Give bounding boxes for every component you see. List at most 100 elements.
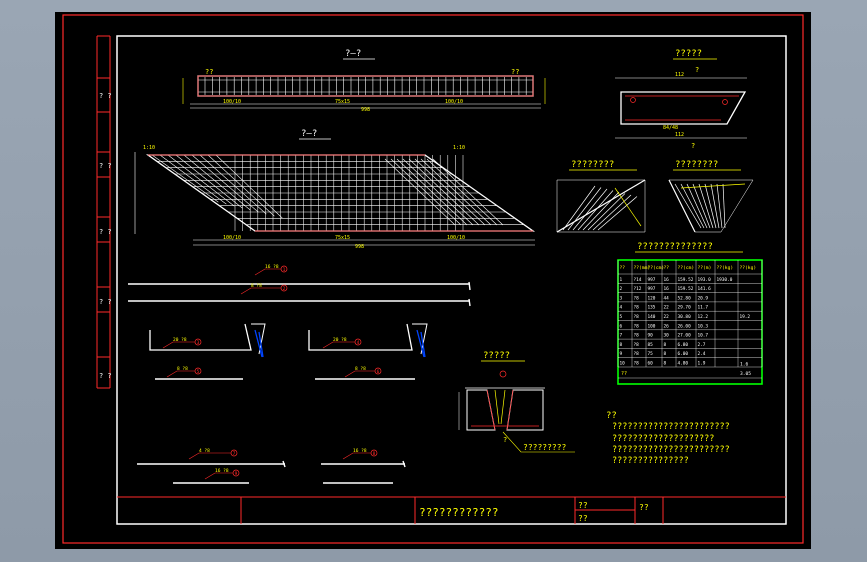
title-block: ???????????? ?? ?? ?? <box>117 496 786 524</box>
table-cell: ?8 <box>634 305 640 311</box>
table-cell: 2.7 <box>698 342 706 348</box>
elev-dim-c: 100/10 <box>445 99 463 105</box>
note-line-1: ??????????????????????? <box>612 422 730 432</box>
detail-leader-text: ????????? <box>523 443 567 452</box>
elevation-view[interactable]: ?—? 100/10 75x15 100/10 998 ?? ?? <box>182 49 546 113</box>
bar-label: 8 ?8 <box>251 283 262 289</box>
table-cell: 27.00 <box>678 333 692 339</box>
bar-label: 8 ?8 <box>355 366 366 372</box>
table-cell: 2.4 <box>698 351 706 357</box>
margin-mark-4: ? ? <box>99 298 112 306</box>
notes-block: ?? ??????????????????????? ?????????????… <box>606 411 730 466</box>
table-cell: 1930.0 <box>717 277 733 283</box>
section-dim-width: 84/48 <box>663 125 678 131</box>
end-detail-left[interactable]: ???????? <box>556 160 646 233</box>
table-cell: 30 <box>664 333 670 339</box>
plan-dim-total: 998 <box>355 244 364 250</box>
table-total-label: ?? <box>621 371 627 377</box>
table-cell: ?8 <box>634 323 640 329</box>
table-title: ?????????????? <box>637 242 713 252</box>
table-cell: 4.80 <box>678 361 689 367</box>
table-cell: 19.2 <box>740 314 751 320</box>
bar-number: 5 <box>197 369 200 375</box>
table-cell: 22 <box>664 314 670 320</box>
section-title: ????? <box>675 49 702 59</box>
bar-schedule[interactable]: ?????????????? ????(mm)??(cm)????(cm)??(… <box>617 242 763 385</box>
table-cell: 997 <box>648 286 656 292</box>
table-cell: 9 <box>620 351 623 357</box>
table-header-cell: ??(kg) <box>740 265 757 271</box>
table-total-value: 3.05 <box>740 371 751 377</box>
drawing-canvas[interactable]: ? ? ? ? ? ? ? ? ? ? ?—? 100/10 75x15 100… <box>55 12 811 549</box>
title-field-b: ?? <box>578 514 588 523</box>
inner-frame <box>116 35 787 525</box>
title-field-a: ?? <box>578 501 588 510</box>
end-detail-right[interactable]: ???????? <box>668 160 754 233</box>
elev-mark-left: ?? <box>205 68 213 76</box>
table-header-cell: ??(cm) <box>678 265 695 271</box>
table-sum-value: 1.6 <box>740 362 749 368</box>
elevation-title: ?—? <box>345 49 361 59</box>
end-right-title: ???????? <box>675 160 718 170</box>
note-line-2: ???????????????????? <box>612 434 714 444</box>
table-cell: ?8 <box>634 351 640 357</box>
table-cell: 16 <box>664 277 670 283</box>
table-cell: 7 <box>620 333 623 339</box>
margin-mark-2: ? ? <box>99 162 112 170</box>
plan-dim-b: 75x15 <box>335 235 350 241</box>
table-cell: ?8 <box>634 333 640 339</box>
section-marker-bottom: ? <box>691 142 695 150</box>
table-cell: 8 <box>664 361 667 367</box>
table-cell: 135 <box>648 305 656 311</box>
section-dim-top: 112 <box>675 72 684 78</box>
table-cell: 100 <box>648 323 656 329</box>
table-cell: ?8 <box>634 342 640 348</box>
table-cell: 1.9 <box>698 361 706 367</box>
section-view[interactable]: ????? ? 112 112 84/48 ? <box>615 49 747 150</box>
plan-skew-left: 1:10 <box>143 145 155 151</box>
table-cell: ?14 <box>634 277 642 283</box>
plan-dim-c: 100/10 <box>447 235 465 241</box>
bar-label: 20 ?8 <box>173 337 187 343</box>
bar-label: 20 ?8 <box>333 337 347 343</box>
table-cell: 2 <box>620 286 623 292</box>
margin-mark-3: ? ? <box>99 228 112 236</box>
table-cell: 8 <box>664 351 667 357</box>
outer-frame <box>62 14 804 544</box>
elev-mark-right: ?? <box>511 68 519 76</box>
bar-label: 16 ?8 <box>265 264 279 270</box>
bar-number: 8 <box>373 451 376 457</box>
table-cell: 22 <box>664 305 670 311</box>
bar-number: 6 <box>377 369 380 375</box>
table-cell: 90 <box>648 333 654 339</box>
table-cell: 44 <box>664 295 670 301</box>
table-cell: ?8 <box>634 314 640 320</box>
table-cell: 10.3 <box>698 323 709 329</box>
table-cell: 159.52 <box>678 286 694 292</box>
table-cell: 5 <box>620 314 623 320</box>
table-cell: 60 <box>648 361 654 367</box>
bar-label: 4 ?8 <box>199 448 210 454</box>
table-cell: ?12 <box>634 286 642 292</box>
elev-dim-b: 75x15 <box>335 99 350 105</box>
table-cell: 52.80 <box>678 295 692 301</box>
table-cell: 26 <box>664 323 670 329</box>
plan-view[interactable]: ?—? 100/10 75x15 100/10 998 1:10 1:10 <box>134 129 536 250</box>
table-cell: 141.6 <box>698 286 712 292</box>
table-cell: 75 <box>648 351 654 357</box>
table-cell: 6.80 <box>678 342 689 348</box>
section-dim-bot: 112 <box>675 132 684 138</box>
plan-skew-right: 1:10 <box>453 145 465 151</box>
table-cell: ?8 <box>634 361 640 367</box>
end-left-title: ???????? <box>571 160 614 170</box>
note-line-4: ??????????????? <box>612 456 689 466</box>
table-cell: 4 <box>620 305 623 311</box>
elev-dim-total: 998 <box>361 107 370 113</box>
detail-marker: ? <box>503 436 507 444</box>
table-cell: 8 <box>664 342 667 348</box>
bar-number: 1 <box>283 267 286 273</box>
plan-dim-a: 100/10 <box>223 235 241 241</box>
joint-detail[interactable]: ????? ????????? ? <box>458 351 575 453</box>
bar-number: 3 <box>197 340 200 346</box>
